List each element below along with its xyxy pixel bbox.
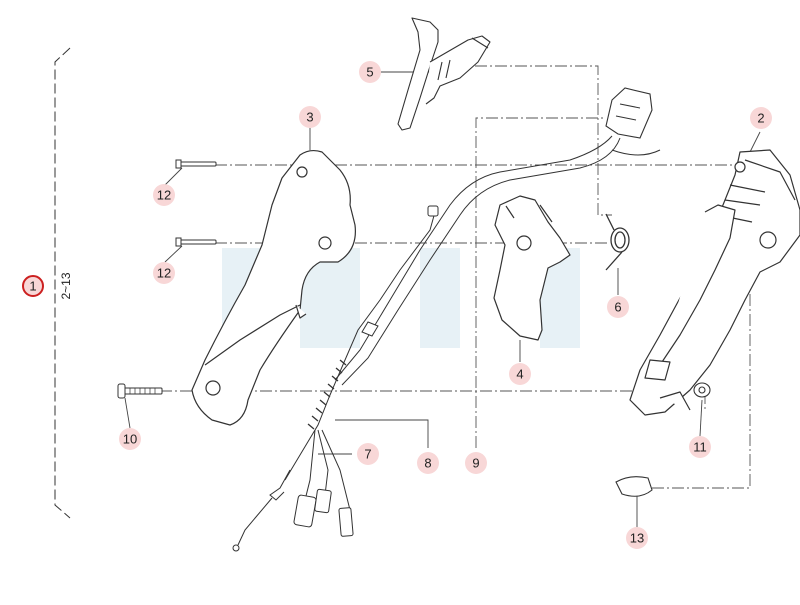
callout-bubbles: 5 3 2 12 12 6 4 10 11 7 8 9 13 bbox=[119, 61, 772, 549]
callout-label-5: 5 bbox=[366, 65, 373, 80]
callout-label-12a: 12 bbox=[157, 188, 171, 203]
callout-circle-10 bbox=[119, 428, 141, 450]
trigger-part4 bbox=[493, 195, 571, 341]
callout-label-8: 8 bbox=[424, 456, 431, 471]
callout-circle-3 bbox=[299, 106, 321, 128]
callout-circle-8 bbox=[417, 452, 439, 474]
callout-circle-4 bbox=[509, 363, 531, 385]
callout-label-3: 3 bbox=[306, 110, 313, 125]
assembly-range-label: 2~13 bbox=[59, 272, 73, 299]
callout-label-6: 6 bbox=[614, 300, 621, 315]
callout-label-11: 11 bbox=[693, 440, 707, 455]
callout-label-2: 2 bbox=[757, 111, 764, 126]
callout-label-9: 9 bbox=[472, 456, 479, 471]
callout-circle-9 bbox=[465, 452, 487, 474]
callout-label-4: 4 bbox=[516, 367, 523, 382]
cable-part8 bbox=[232, 205, 439, 552]
switch-connector bbox=[605, 87, 653, 139]
callout-circle-2 bbox=[750, 107, 772, 129]
lockout-lever-part5 bbox=[397, 17, 491, 131]
callout-label-10: 10 bbox=[123, 432, 137, 447]
handle-housing-part2 bbox=[629, 149, 800, 416]
callout-circle-6 bbox=[607, 296, 629, 318]
callout-label-7: 7 bbox=[364, 447, 371, 462]
callout-circle-12b bbox=[153, 262, 175, 284]
callout-label-12b: 12 bbox=[157, 266, 171, 281]
assembly-number: 1 bbox=[29, 279, 36, 294]
assembly-callout: 1 2~13 bbox=[22, 272, 73, 300]
callout-circle-12a bbox=[153, 184, 175, 206]
spring-part6 bbox=[605, 213, 630, 271]
callout-label-13: 13 bbox=[630, 531, 644, 546]
callout-circle-5 bbox=[359, 61, 381, 83]
assembly-number-ring bbox=[22, 275, 44, 297]
assembly-bracket bbox=[54, 47, 71, 519]
wire-harness-part9 bbox=[334, 135, 661, 386]
handle-housing-part3 bbox=[191, 149, 356, 426]
callout-circle-11 bbox=[689, 436, 711, 458]
small-parts bbox=[615, 382, 711, 497]
callout-circle-13 bbox=[626, 527, 648, 549]
callout-circle-7 bbox=[357, 443, 379, 465]
screws bbox=[117, 159, 217, 399]
wire-leads-part7 bbox=[293, 429, 354, 537]
